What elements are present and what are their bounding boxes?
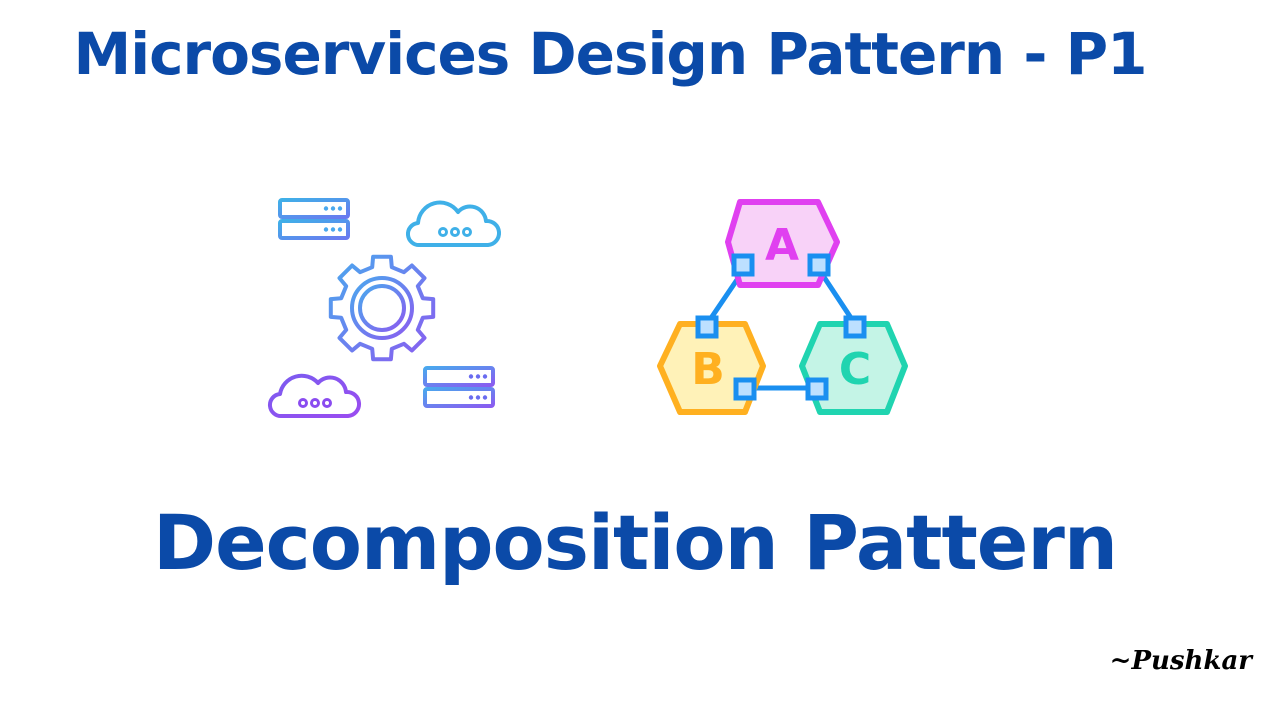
gear-ring-inner [358, 284, 406, 332]
cloud-bottom-left [267, 373, 361, 419]
hexagon-abc-network-icon: A B C [657, 199, 908, 415]
hex-a-label: A [765, 220, 799, 271]
hex-c-label: C [839, 344, 871, 395]
connector-lines [302, 256, 462, 358]
author-signature: ~Pushkar [1109, 646, 1252, 676]
gear-outline [328, 254, 436, 362]
connector-nodes [695, 253, 867, 401]
gear [328, 254, 436, 362]
cloud-top-right [405, 200, 501, 248]
gear-ring-outer [350, 276, 414, 340]
hex-b-label: B [691, 344, 725, 395]
server-bottom-right-leds [468, 374, 488, 400]
server-gear-cloud-icon [267, 198, 501, 419]
server-bottom-right [423, 366, 495, 408]
page-title: Microservices Design Pattern - P1 [73, 20, 1148, 88]
server-top-left-leds [323, 206, 343, 232]
server-top-left [278, 198, 350, 240]
pattern-heading: Decomposition Pattern [153, 498, 1118, 587]
